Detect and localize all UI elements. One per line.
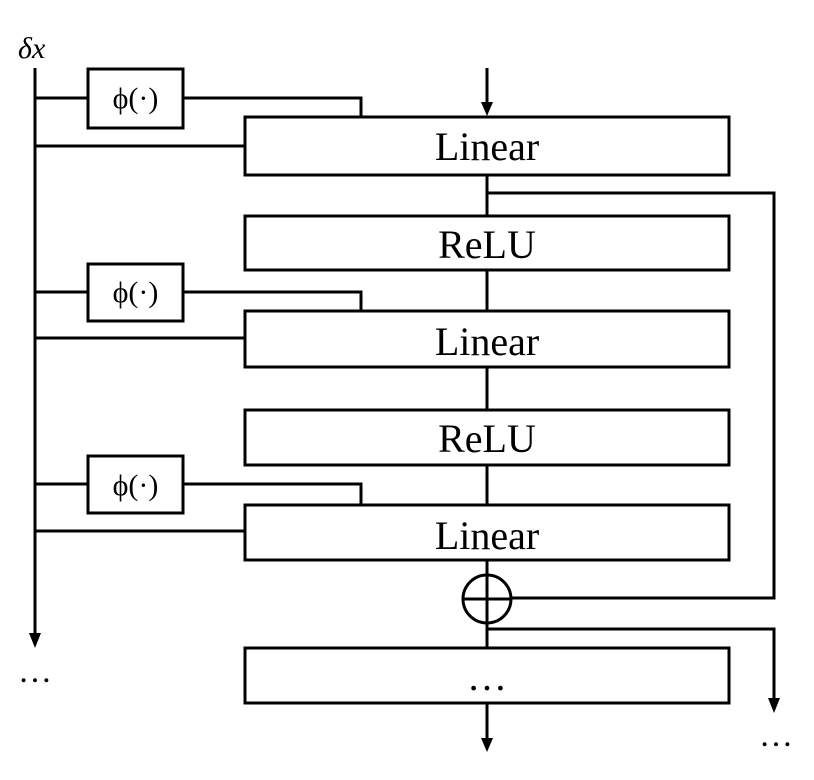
input-label: δx [18,32,46,65]
encoder-1-label: ϕ(·) [113,82,159,115]
right-continuation-ellipsis: … [759,717,793,754]
encoder-3-label: ϕ(·) [113,469,159,502]
next-block [243,646,731,705]
encoder-3-to-linear-3-line [183,482,363,505]
linear-block-2-label: Linear [435,319,539,364]
top-input-arrowhead [481,102,493,116]
linear-block-3 [243,503,731,562]
output-arrowhead [481,738,493,752]
relu-block-2-label: ReLU [438,416,536,461]
linear-block-3-label: Linear [435,513,539,558]
next-block-label: … [467,654,507,699]
relu-block-1-label: ReLU [438,222,536,267]
linear-block-1-label: Linear [435,124,539,169]
skip-connection-line [487,191,776,600]
encoder-2-label: ϕ(·) [113,276,159,309]
encoder-1-box [86,67,185,130]
next-skip-connection-line [487,627,776,700]
relu-block-2 [243,408,731,467]
next-skip-arrowhead [768,698,780,713]
encoder-3-box [86,454,185,515]
sum-node [461,573,513,625]
encoder-2-to-linear-2-line [183,290,363,311]
input-bus-arrowhead [29,633,41,648]
left-continuation-ellipsis: … [18,653,52,690]
relu-block-1 [243,214,731,272]
encoder-1-to-linear-1-line [183,96,363,117]
